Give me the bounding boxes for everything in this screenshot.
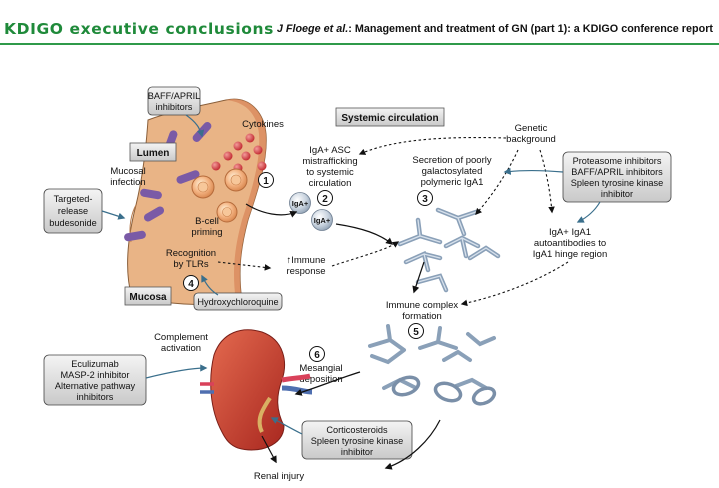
svg-text:3: 3	[422, 194, 428, 205]
bacterium	[143, 206, 165, 222]
journal-title: KDIGO executive conclusions	[4, 20, 274, 38]
cytokine-dot	[211, 161, 221, 171]
step-1: 1	[258, 172, 274, 188]
bacterium	[140, 188, 162, 200]
cytokine-dot	[223, 151, 233, 161]
svg-text:IgA+: IgA+	[292, 199, 309, 208]
step-6: 6	[309, 346, 325, 362]
dashed-pathway-arrows	[217, 136, 569, 307]
step-3: 3	[417, 190, 433, 206]
iga-plus-cell: IgA+	[311, 209, 333, 231]
svg-text:1: 1	[263, 176, 269, 187]
running-head-title: : Management and treatment of GN (part 1…	[348, 23, 713, 35]
svg-text:4: 4	[188, 279, 194, 290]
svg-text:IgA+: IgA+	[314, 216, 331, 225]
mucosa-label: Mucosa	[129, 292, 167, 303]
lumen-label: Lumen	[137, 148, 170, 159]
svg-text:6: 6	[314, 350, 320, 361]
drug-target-arrows	[101, 114, 601, 435]
bacterium	[124, 230, 146, 242]
pathway-arrows	[245, 203, 441, 470]
hydroxychloroquine-box	[193, 292, 283, 311]
bacterium	[176, 170, 200, 184]
cytokine-dot	[241, 151, 251, 161]
cytokine-dot	[253, 145, 263, 155]
iga-plus-cell: IgA+	[289, 192, 311, 214]
corticosteroids-box	[301, 420, 413, 460]
cytokines-label: Cytokines	[242, 119, 284, 130]
systemic-circulation-label: Systemic circulation	[341, 113, 438, 124]
renal-injury-label: Renal injury	[254, 471, 304, 482]
running-head-author: J Floege et al.	[276, 23, 349, 35]
hydroxychloroquine-text: Hydroxychloroquine	[197, 297, 278, 307]
kidney-illustration	[200, 329, 313, 451]
mucosa-box	[124, 286, 172, 306]
svg-text:2: 2	[322, 194, 328, 205]
step-5: 5	[408, 323, 424, 339]
cytokine-dot	[245, 133, 255, 143]
baff-april-box	[147, 86, 201, 116]
cytokine-dot	[257, 161, 267, 171]
svg-text:5: 5	[413, 327, 419, 338]
immune-complex-rings	[391, 375, 497, 406]
proteasome-box	[562, 151, 672, 203]
step-2: 2	[317, 190, 333, 206]
eculizumab-box	[43, 354, 147, 406]
step-4: 4	[183, 275, 199, 291]
immune-complexes	[368, 324, 496, 390]
lumen-box	[129, 142, 177, 162]
header-rule	[0, 43, 719, 45]
cytokine-dot	[233, 141, 243, 151]
running-head: J Floege et al.: Management and treatmen…	[277, 23, 713, 35]
page-header: KDIGO executive conclusions J Floege et …	[0, 0, 719, 45]
systemic-circulation-box	[335, 107, 445, 127]
